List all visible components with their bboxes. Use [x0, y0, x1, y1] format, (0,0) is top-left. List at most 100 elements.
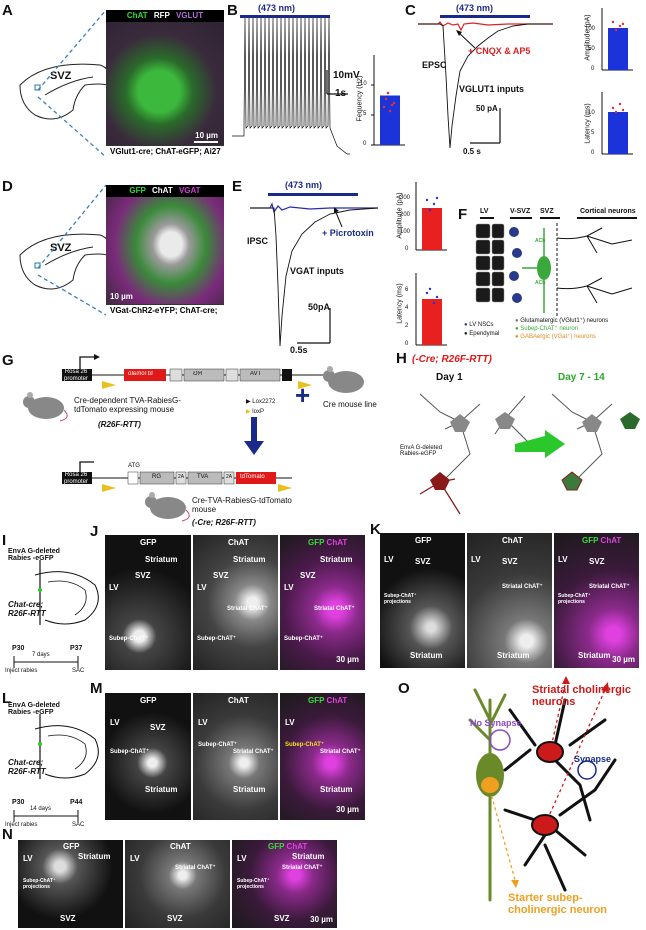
mouse-icon-g3 [145, 492, 190, 522]
cre-line-g: Cre mouse line [323, 400, 377, 409]
amp-tick-e-3: 300 [400, 195, 411, 201]
lox-label-2: ▶ loxP [246, 409, 264, 415]
panel-label-n: N [2, 826, 13, 843]
lat-tick-e-0: 0 [405, 341, 409, 347]
promoter-label-g: Rosa 26 promoter [63, 369, 88, 382]
drug-arrow-c [456, 30, 476, 49]
gene-g-rg: RG [193, 371, 202, 377]
lat-chart-e [415, 273, 447, 346]
mouse-i: Chat-cre; R26F-RTT [8, 600, 46, 618]
scale-v-b: 10mV [333, 70, 360, 81]
legend-f-right-1: ● Subep-ChAT⁺ neuron [515, 326, 579, 332]
light-bar-b [240, 15, 330, 18]
sac-i: SAC [72, 668, 85, 674]
mouse-text-g: Cre-dependent TVA-RabiesG-tdTomato expre… [74, 396, 181, 414]
ach-label-f-1: ACh [535, 238, 546, 244]
epsc-label-c: EPSC [422, 60, 447, 70]
amp-tick-e-0: 0 [405, 246, 409, 252]
p-start-i: P30 [12, 645, 25, 652]
result-gene-g-1: 2A [178, 474, 185, 480]
lat-chart-c [601, 92, 633, 155]
panel-label-g: G [2, 352, 14, 369]
result-line-g: (-Cre; R26F-RTT) [192, 518, 256, 527]
micrograph-m-gfp: GFP LV SVZ Subep-ChAT⁺ Striatum [105, 693, 191, 820]
title-h: (-Cre; R26F-RTT) [412, 354, 492, 365]
days-i: 7 days [32, 652, 50, 658]
result-gene-g-3: 2A [226, 474, 233, 480]
legend-f-left-0: ● LV NSCs [464, 322, 494, 328]
region-label-d: SVZ [50, 242, 72, 254]
panel-label-h: H [396, 350, 407, 367]
amp-tick-c-0: 0 [591, 66, 595, 72]
ipsc-label-e: IPSC [247, 236, 269, 246]
lat-tick-c-1: 5 [591, 130, 595, 136]
bar-tick-b-1: 5 [363, 111, 367, 117]
lat-tick-e-3: 6 [405, 287, 409, 293]
amp-tick-e-1: 100 [400, 229, 411, 235]
ach-label-f-2: ACh [535, 280, 546, 286]
light-label-e: (473 nm) [285, 180, 323, 190]
starter-label-o: Starter subep-cholinergic neuron [508, 892, 608, 916]
virus-i: EnvA G-deleted Rabies -eGFP [8, 548, 60, 562]
p-start-l: P30 [12, 799, 25, 806]
scale-label-a: 10 µm [195, 131, 218, 140]
micrograph-a: ChAT RFP VGLUT 10 µm VGlut1-cre; ChAT-eG… [106, 10, 224, 158]
lat-ylabel-e: Latency (ms) [396, 283, 404, 324]
micrograph-d: GFP ChAT VGAT 10 µm VGat-ChR2-eYFP; ChAT… [106, 185, 224, 317]
micrograph-n-gfp: GFP LV Striatum Subep-ChAT⁺ projections … [18, 840, 123, 928]
construct-result-g [62, 461, 292, 492]
bar-tick-b-2: 10 [360, 81, 367, 87]
result-gene-g-2: TVA [197, 474, 209, 480]
amp-chart-c [601, 8, 633, 71]
panel-label-e: E [232, 178, 243, 195]
synapse-label-o: Synapse [574, 754, 612, 764]
panel-label-f: F [458, 206, 468, 223]
scalebar-e [297, 308, 331, 344]
bar-tick-b-0: 0 [363, 141, 367, 147]
micrograph-n-chat: ChAT LV Striatal ChAT⁺ SVZ [125, 840, 230, 928]
legend-f-left-1: ● Ependymal [464, 331, 500, 337]
micrograph-k-chat: ChAT LV SVZ Striatal ChAT⁺ Striatum [467, 533, 552, 668]
micrograph-k-gfp: GFP LV SVZ Subep-ChAT⁺ projections Stria… [380, 533, 465, 668]
bar-ylabel-b: Fequency (Hz) [356, 75, 364, 122]
gene-g-tva: TVA [250, 371, 262, 377]
brain-section-l [34, 714, 99, 779]
no-synapse-label-o: No Synapse [470, 718, 522, 728]
caption-d: VGat-ChR2-eYFP; ChAT-cre; Ai9 [106, 304, 224, 317]
zoom-lines-a [37, 9, 107, 158]
micrograph-n-merge: GFP ChAT LV Striatum Subep-ChAT⁺ project… [232, 840, 337, 928]
inputs-label-c: VGLUT1 inputs [459, 84, 524, 94]
trace-e [250, 202, 379, 347]
timeline-i [13, 656, 79, 668]
zone-vsvz: V-SVZ [510, 208, 531, 215]
micrograph-j-merge: GFP ChAT Striatum SVZ LV Subep-ChAT⁺ Str… [280, 535, 365, 670]
timeline-l [13, 810, 79, 822]
virus-h: EnvA G-deleted Rabies-eGFP [400, 445, 443, 457]
circuit-diagram-f [475, 217, 637, 318]
lat-tick-e-1: 2 [405, 323, 409, 329]
micrograph-m-merge: GFP ChAT LV Subep-ChAT⁺ Striatal ChAT⁺ S… [280, 693, 365, 820]
mouse-line-g: (R26F-RTT) [98, 420, 141, 429]
inputs-label-e: VGAT inputs [290, 266, 344, 276]
light-label-b: (473 nm) [258, 3, 296, 13]
result-gene-g-0: RG [152, 474, 161, 480]
panel-label-m: M [90, 680, 103, 697]
synapse-diagram-o [468, 676, 617, 902]
p-end-l: P44 [70, 799, 83, 806]
micrograph-j-chat: ChAT Striatum SVZ LV Subep-ChAT⁺ Striata… [193, 535, 278, 670]
scalebar-c [470, 108, 501, 144]
panel-label-l: L [2, 690, 12, 707]
stop-label-g: tdTomato [128, 371, 153, 377]
panel-label-k: K [370, 521, 381, 538]
days-l: 14 days [30, 806, 52, 812]
panel-label-a: A [2, 2, 13, 19]
micrograph-j-gfp: GFP Striatum SVZ LV Subep-ChAT⁺ [105, 535, 191, 670]
lat-ylabel-c: Latency (ms) [584, 103, 592, 144]
zone-lv: LV [480, 208, 489, 215]
light-bar-c [440, 15, 530, 18]
scale-i-c: 50 pA [476, 104, 498, 113]
drug-arrow-e [334, 207, 343, 228]
p-end-i: P37 [70, 645, 83, 652]
region-label-a: SVZ [50, 70, 72, 82]
amp-tick-c-2: 100 [585, 26, 596, 32]
